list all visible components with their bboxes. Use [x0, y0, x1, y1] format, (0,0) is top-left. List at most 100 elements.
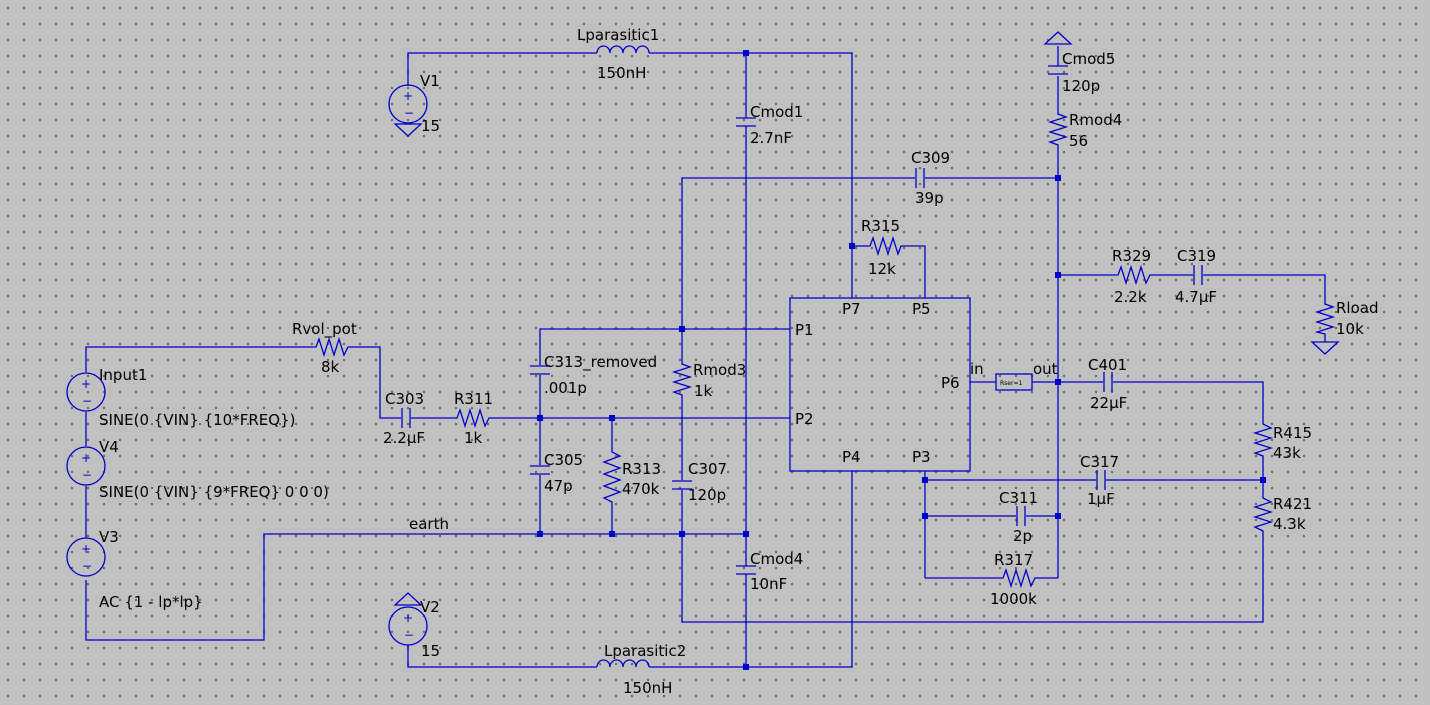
wire	[681, 490, 1264, 623]
component-name: V2	[420, 598, 440, 616]
capacitor-cmod1[interactable]: Cmod1 2.7nF	[736, 103, 803, 147]
plus-sign: +	[81, 377, 91, 391]
wire	[407, 645, 597, 668]
resistor-rload[interactable]: Rload 10k	[1310, 299, 1378, 355]
component-name: R415	[1273, 424, 1312, 442]
junction-dot	[922, 513, 928, 519]
minus-sign: −	[82, 394, 92, 408]
resistor-r415[interactable]: R415 43k	[1252, 419, 1312, 462]
capacitor-c305[interactable]: C305 47p	[530, 451, 583, 495]
resistor-r311[interactable]: R311 1k	[453, 390, 493, 447]
component-name: Lparasitic2	[604, 642, 686, 660]
junction-dot	[743, 664, 749, 670]
buffer-out-label: out	[1033, 360, 1058, 378]
ground-icon	[1043, 31, 1073, 45]
component-value: 56	[1069, 132, 1088, 150]
buffer-block[interactable]: Rser=1 in out	[970, 360, 1058, 391]
resistor-r315[interactable]: R315 12k	[861, 217, 904, 278]
capacitor-c317[interactable]: C317 1µF	[1080, 453, 1119, 508]
component-value: 1µF	[1087, 490, 1115, 508]
component-value: 2p	[1013, 527, 1032, 545]
resistor-rmod4[interactable]: Rmod4 56	[1047, 110, 1122, 150]
source-v2[interactable]: + − V2 15	[388, 592, 440, 660]
resistor-r329[interactable]: R329 2.2k	[1112, 247, 1154, 306]
wires	[85, 46, 1326, 668]
component-name: C309	[911, 149, 950, 167]
junctions	[537, 50, 1266, 670]
pin-label-p6: P6	[941, 374, 960, 392]
junction-dot	[609, 531, 615, 537]
component-value: 1k	[464, 429, 483, 447]
component-name: C307	[688, 460, 727, 478]
source-v3[interactable]: + − V3 AC {1 - lp*lp}	[66, 528, 203, 611]
component-name: Rmod4	[1069, 111, 1122, 129]
source-circle	[388, 606, 428, 646]
plus-sign: +	[81, 542, 91, 556]
wire	[681, 177, 915, 329]
junction-dot	[1055, 175, 1061, 181]
component-value: 2.2µF	[383, 429, 425, 447]
component-value: AC {1 - lp*lp}	[99, 593, 203, 611]
wire	[352, 346, 401, 419]
resistor-r317[interactable]: R317 1000k	[990, 551, 1039, 608]
capacitor-cmod5[interactable]: Cmod5 120p	[1043, 31, 1115, 95]
inductor-coil	[596, 45, 650, 54]
component-name: V3	[99, 528, 119, 546]
plus-sign: +	[403, 89, 413, 103]
junction-dot	[1055, 513, 1061, 519]
inductor-lparasitic2[interactable]: Lparasitic2 150nH	[596, 642, 686, 697]
component-value: 10nF	[750, 575, 787, 593]
capacitor-c313[interactable]: C313_removed .001p	[530, 353, 657, 397]
component-name: Input1	[99, 366, 147, 384]
source-v1[interactable]: + − V1 15	[388, 72, 440, 137]
component-value: 8k	[321, 358, 340, 376]
capacitor-c307[interactable]: C307 120p	[672, 460, 727, 504]
component-value: 10k	[1336, 320, 1364, 338]
resistor-rmod3[interactable]: Rmod3 1k	[671, 360, 746, 400]
source-v4[interactable]: + − V4 SINE(0 {VIN} {9*FREQ} 0 0 0)	[66, 438, 329, 501]
component-value: 2.2k	[1114, 288, 1147, 306]
component-value: 2.7nF	[750, 129, 792, 147]
component-value: 120p	[688, 486, 726, 504]
resistor-rvol-pot[interactable]: Rvol_pot 8k	[292, 320, 357, 376]
capacitor-c319[interactable]: C319 4.7µF	[1175, 247, 1217, 306]
capacitor-c303[interactable]: C303 2.2µF	[383, 390, 425, 447]
component-value: 4.7µF	[1175, 288, 1217, 306]
component-name: V1	[420, 72, 440, 90]
inductor-lparasitic1[interactable]: Lparasitic1 150nH	[577, 26, 659, 82]
junction-dot	[922, 477, 928, 483]
wire	[1203, 274, 1326, 300]
resistor-zigzag	[602, 446, 622, 506]
wire	[539, 328, 790, 365]
component-name: C317	[1080, 453, 1119, 471]
pin-label-p2: P2	[795, 410, 814, 428]
capacitor-cmod4[interactable]: Cmod4 10nF	[736, 550, 803, 593]
minus-sign: −	[404, 628, 414, 642]
component-value: 12k	[868, 260, 896, 278]
capacitor-c401[interactable]: C401 22µF	[1088, 356, 1127, 412]
component-value: 47p	[544, 477, 573, 495]
source-circle	[66, 537, 106, 577]
junction-dot	[679, 531, 685, 537]
component-name: C303	[385, 390, 424, 408]
component-value: 470k	[622, 480, 660, 498]
resistor-r421[interactable]: R421 4.3k	[1252, 494, 1312, 534]
source-input1[interactable]: + − Input1 SINE(0 {VIN} {10*FREQ})	[66, 366, 295, 429]
wire	[85, 533, 746, 641]
capacitor-c311[interactable]: C311 2p	[999, 489, 1038, 545]
resistor-r313[interactable]: R313 470k	[602, 446, 661, 506]
pin-label-p3: P3	[912, 448, 931, 466]
junction-dot	[609, 415, 615, 421]
resistor-zigzag	[1047, 110, 1069, 148]
pin-label-p4: P4	[842, 448, 861, 466]
capacitor-c309[interactable]: C309 39p	[911, 149, 950, 207]
pin-label-p5: P5	[912, 300, 931, 318]
component-name: Rload	[1336, 299, 1378, 317]
component-value: 39p	[915, 189, 944, 207]
component-value: 4.3k	[1273, 515, 1306, 533]
ic-block[interactable]: P7 P5 P1 P2 P6 P4 P3	[789, 297, 971, 472]
minus-sign: −	[82, 468, 92, 482]
minus-sign: −	[404, 106, 414, 120]
component-value: 150nH	[597, 64, 646, 82]
